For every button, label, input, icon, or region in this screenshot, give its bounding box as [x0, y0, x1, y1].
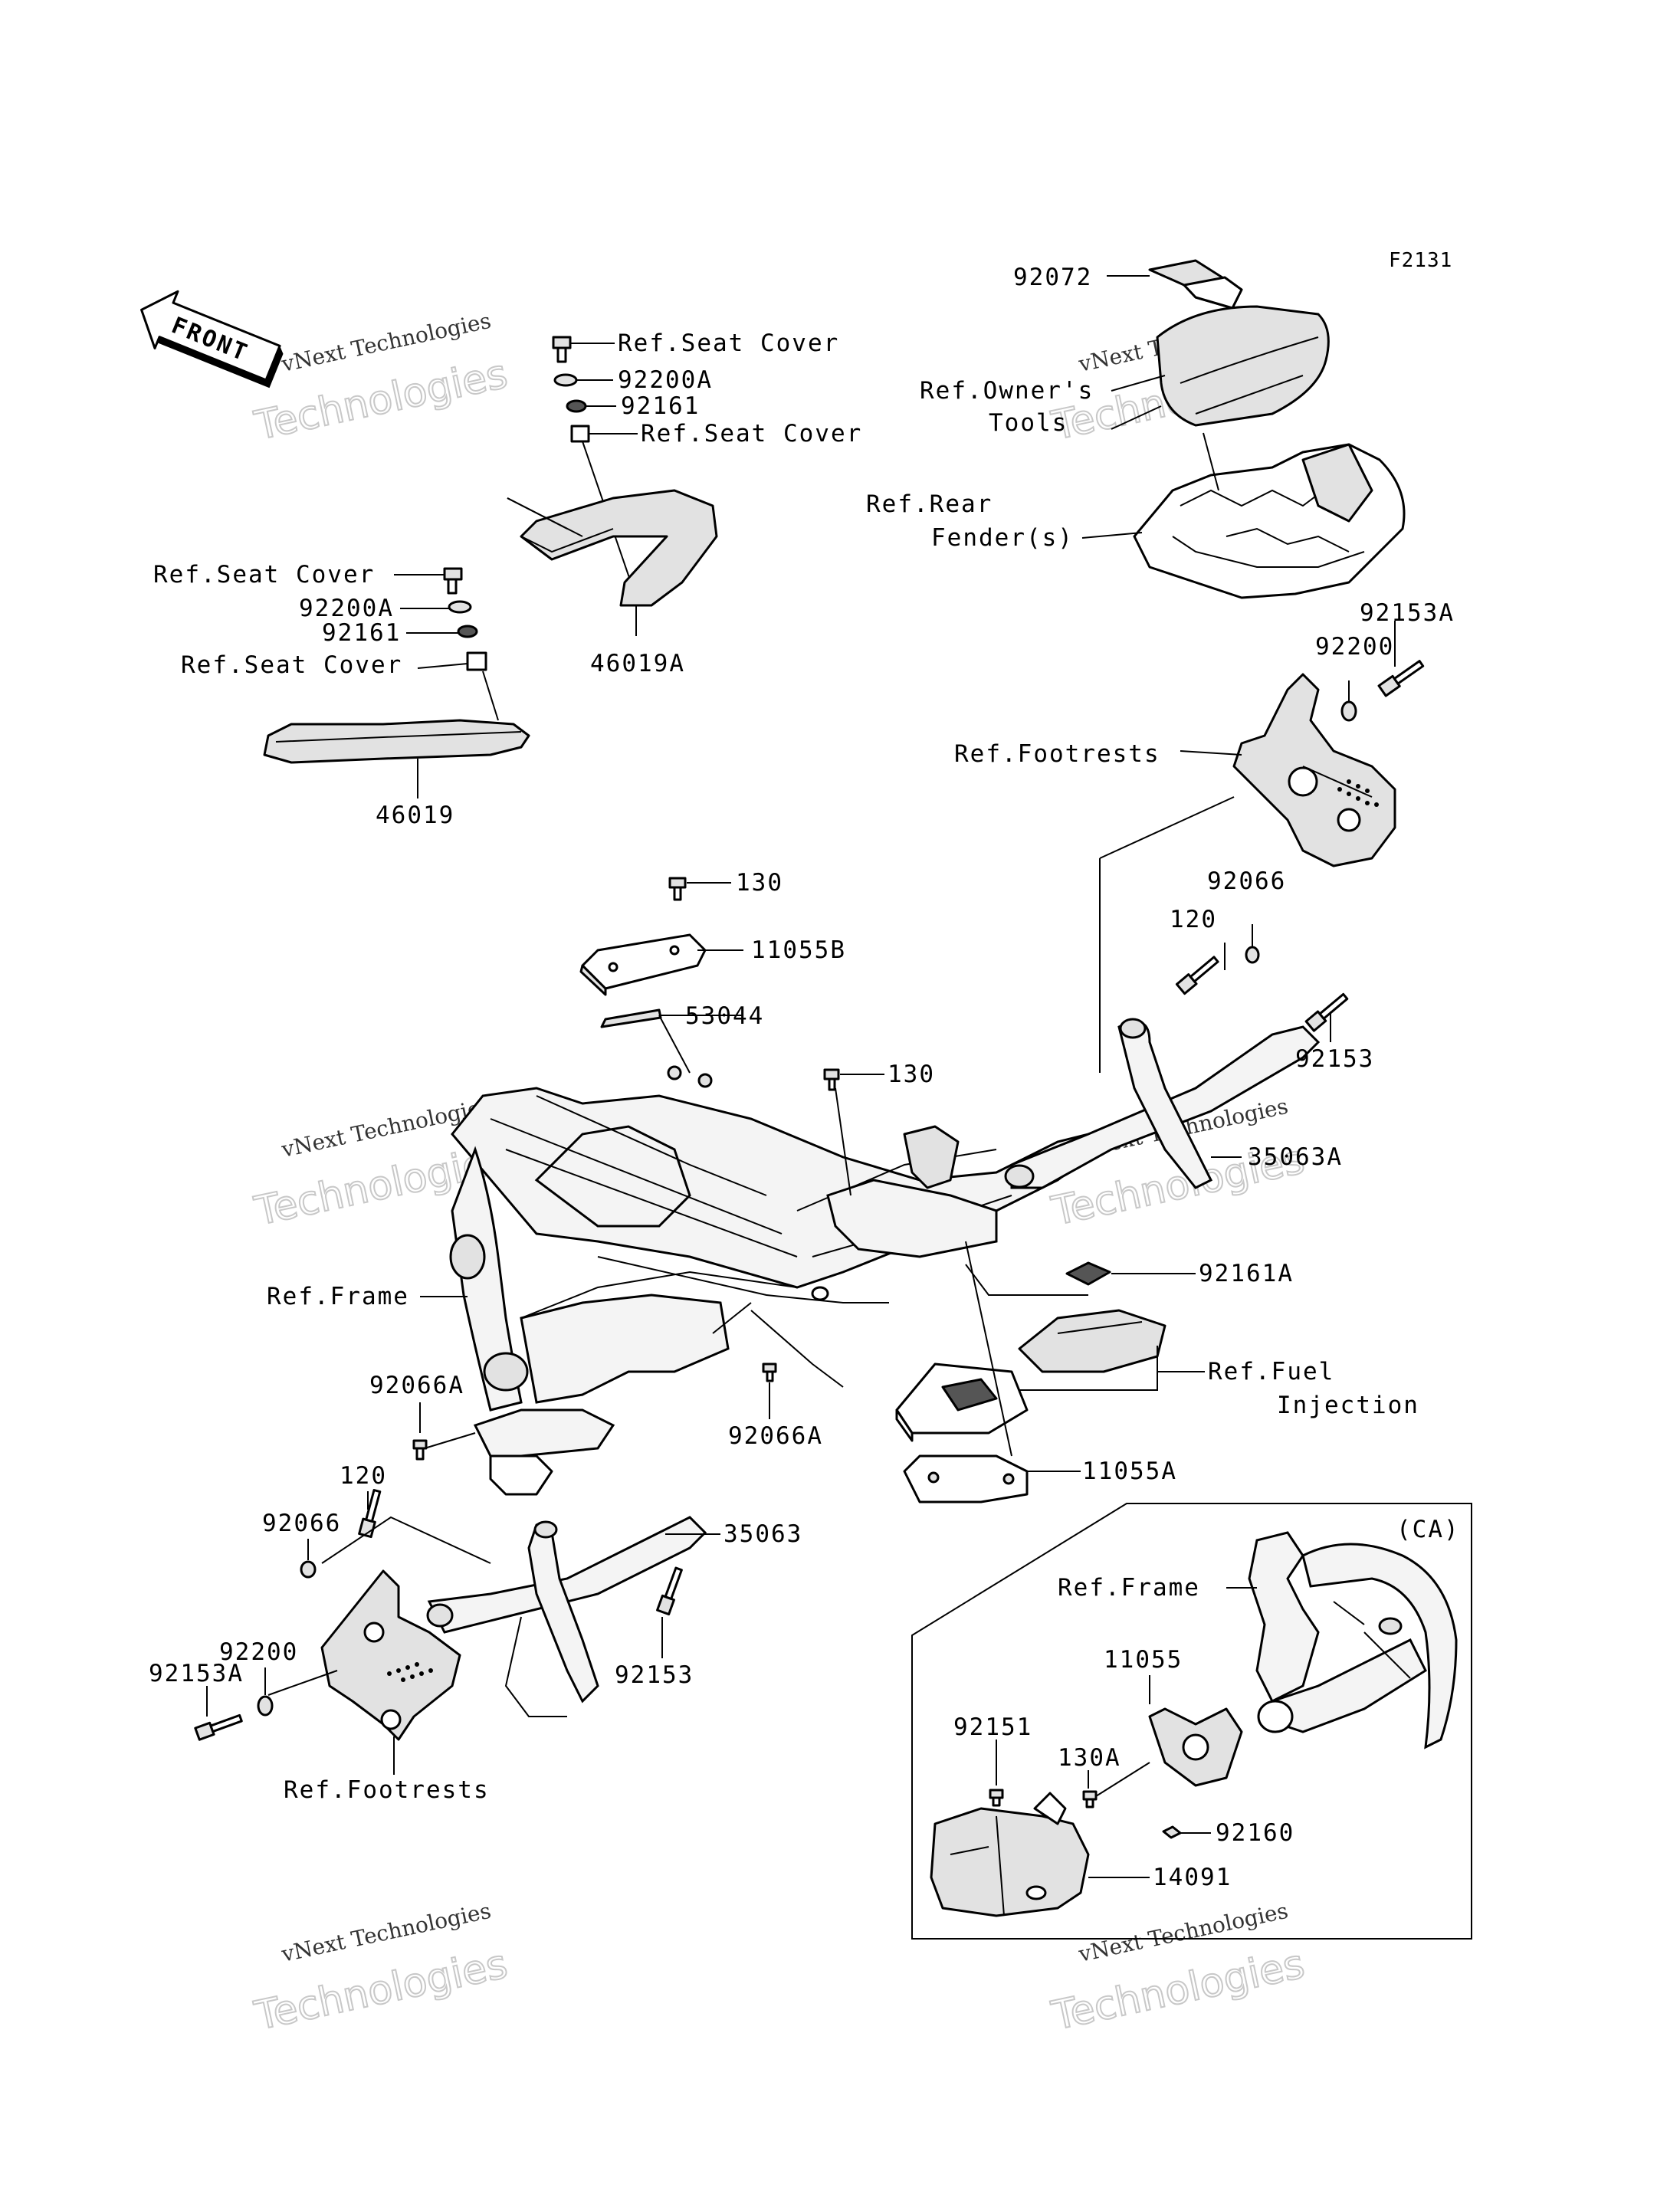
- grab-rail-46019A: [520, 489, 718, 607]
- label-ref-footrests-l: Ref.Footrests: [284, 1776, 490, 1804]
- bolt-130-b: [823, 1068, 840, 1091]
- bolt-92153A-r: [1377, 660, 1425, 697]
- label-120-l: 120: [340, 1462, 387, 1490]
- washer-92200A-a: [553, 373, 578, 387]
- bolt-92151: [989, 1789, 1004, 1807]
- bracket-11055B: [579, 933, 707, 996]
- label-92200A-a: 92200A: [618, 366, 713, 394]
- label-92072: 92072: [1013, 264, 1092, 291]
- pad-92161A: [1065, 1261, 1111, 1286]
- label-92153-l: 92153: [615, 1661, 694, 1689]
- label-92161-a: 92161: [621, 392, 700, 420]
- bolt-92153-r: [1304, 992, 1349, 1032]
- label-53044: 53044: [685, 1002, 764, 1030]
- label-35063: 35063: [724, 1520, 802, 1548]
- label-ref-seat-cover-b: Ref.Seat Cover: [641, 420, 862, 448]
- bolt-92153A-l: [194, 1713, 243, 1741]
- washer-92200-r: [1340, 700, 1357, 722]
- label-120-r: 120: [1170, 906, 1217, 933]
- label-46019A: 46019A: [590, 650, 685, 677]
- label-ref-owners-tools: Ref.Owner's: [920, 377, 1094, 405]
- label-92151: 92151: [953, 1713, 1032, 1741]
- label-ref-seat-cover-a: Ref.Seat Cover: [618, 330, 839, 357]
- label-11055B: 11055B: [751, 936, 846, 964]
- collar-seat-cover-b: [570, 425, 590, 443]
- ecu-fuel-injection: [1018, 1309, 1166, 1373]
- footrest-bracket-r: [1232, 673, 1396, 867]
- ca-box-label: (CA): [1396, 1516, 1460, 1543]
- washer-92066-r: [1245, 946, 1260, 964]
- label-130-a: 130: [736, 869, 783, 897]
- label-ref-fuel-injection: Ref.Fuel: [1208, 1358, 1334, 1385]
- step-bar-35063: [426, 1516, 707, 1717]
- label-ref-seat-cover-d: Ref.Seat Cover: [181, 651, 402, 679]
- label-92066A-l: 92066A: [369, 1372, 464, 1399]
- label-ref-seat-cover-c: Ref.Seat Cover: [153, 561, 375, 589]
- label-92066-l: 92066: [262, 1510, 341, 1537]
- label-11055: 11055: [1104, 1646, 1183, 1674]
- bolt-92066A-l: [412, 1439, 428, 1461]
- label-92066A-c: 92066A: [728, 1422, 823, 1450]
- bolt-120-r: [1175, 956, 1219, 995]
- label-92200-l: 92200: [219, 1638, 298, 1666]
- label-92161-b: 92161: [322, 619, 401, 647]
- diagram-code: F2131: [1389, 249, 1452, 272]
- washer-92066-l: [300, 1560, 317, 1579]
- label-92153A-r: 92153A: [1360, 599, 1455, 627]
- step-bar-35063A: [1004, 1018, 1321, 1189]
- ecu-holder: [895, 1362, 1029, 1442]
- label-11055A: 11055A: [1082, 1458, 1177, 1485]
- washer-92200A-b: [448, 600, 472, 614]
- label-ref-footrests-r: Ref.Footrests: [954, 740, 1160, 768]
- label-ref-fuel-injection-2: Injection: [1277, 1392, 1419, 1419]
- main-frame: [449, 1065, 1090, 1496]
- label-92200-r: 92200: [1315, 633, 1394, 661]
- bolt-92153-l: [656, 1566, 683, 1616]
- label-92160: 92160: [1216, 1819, 1294, 1847]
- bolt-seat-cover-a: [552, 336, 572, 363]
- label-ref-frame-ca: Ref.Frame: [1058, 1574, 1200, 1602]
- footrest-bracket-l: [320, 1569, 461, 1741]
- label-14091: 14091: [1153, 1864, 1232, 1891]
- label-ref-owners-tools-2: Tools: [989, 409, 1068, 437]
- label-130A: 130A: [1058, 1744, 1121, 1772]
- label-46019: 46019: [376, 802, 454, 829]
- label-92200A-b: 92200A: [299, 595, 394, 622]
- bolt-120-l: [358, 1489, 382, 1539]
- washer-92200-l: [257, 1695, 274, 1717]
- label-35063A: 35063A: [1248, 1143, 1343, 1171]
- strap-92072: [1148, 259, 1243, 310]
- label-130-b: 130: [888, 1061, 935, 1088]
- label-92161A: 92161A: [1199, 1260, 1294, 1287]
- label-ref-rear-fender: Ref.Rear: [866, 490, 993, 518]
- washer-92161-b: [457, 625, 478, 638]
- nut-92160: [1162, 1825, 1182, 1839]
- label-92153A-l: 92153A: [149, 1660, 244, 1687]
- grab-rail-46019: [263, 719, 530, 764]
- label-ref-frame: Ref.Frame: [267, 1283, 409, 1310]
- label-92153-r: 92153: [1295, 1045, 1374, 1073]
- owners-tools-pouch: [1156, 305, 1330, 427]
- rear-fender: [1133, 443, 1406, 599]
- front-arrow-icon: FRONT: [140, 290, 284, 389]
- label-92066-r: 92066: [1207, 867, 1286, 895]
- label-ref-rear-fender-2: Fender(s): [931, 524, 1074, 552]
- bolt-130-a: [668, 877, 687, 901]
- bolt-130A: [1082, 1790, 1098, 1808]
- bracket-11055A: [903, 1454, 1029, 1503]
- washer-92161-a: [566, 399, 587, 413]
- bolt-seat-cover-c: [443, 567, 463, 595]
- pin-53044: [600, 1008, 662, 1028]
- ca-inset-box: (CA): [911, 1503, 1472, 1940]
- collar-seat-cover-d: [466, 651, 487, 671]
- bolt-92066A-c: [762, 1362, 777, 1382]
